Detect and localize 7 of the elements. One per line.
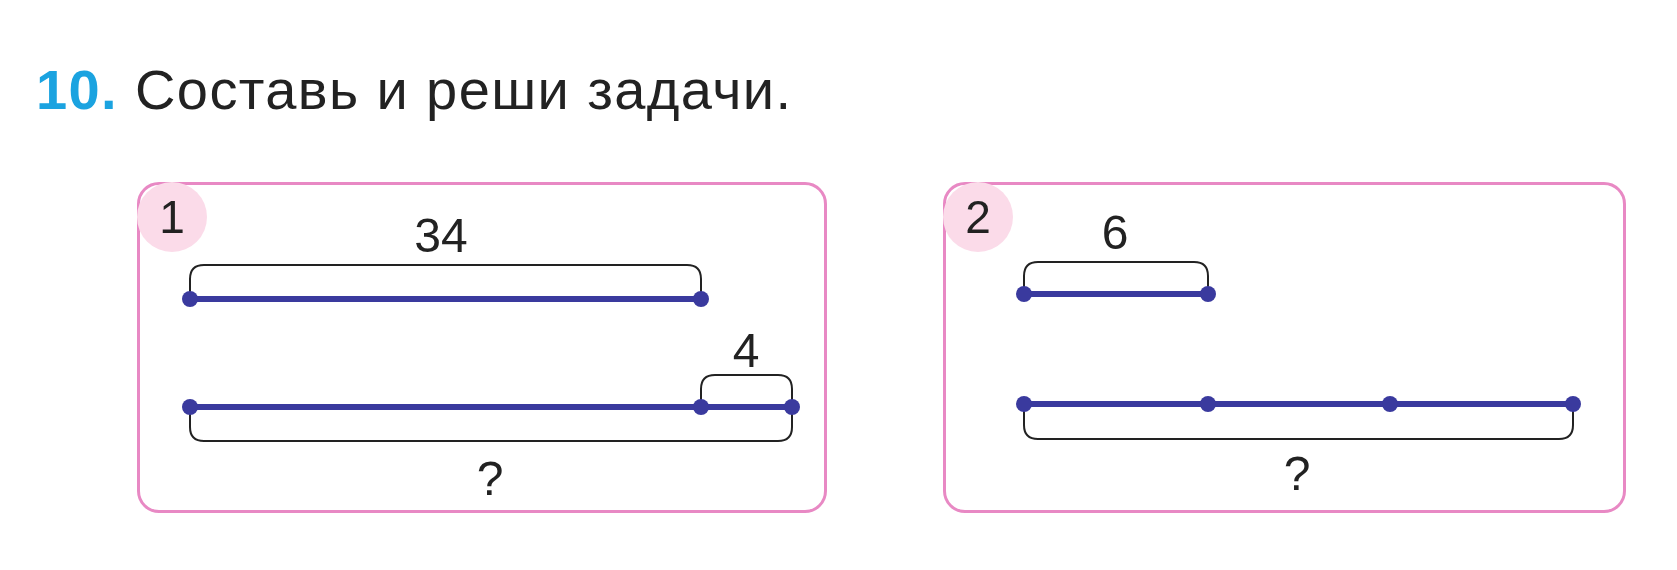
panel-frame bbox=[137, 182, 827, 513]
quantity-label: 6 bbox=[1101, 209, 1129, 257]
quantity-label: 4 bbox=[732, 327, 760, 375]
panel-frame bbox=[943, 182, 1626, 513]
quantity-label: ? bbox=[1283, 450, 1311, 498]
quantity-label: 34 bbox=[414, 212, 468, 260]
quantity-label: ? bbox=[476, 455, 504, 503]
